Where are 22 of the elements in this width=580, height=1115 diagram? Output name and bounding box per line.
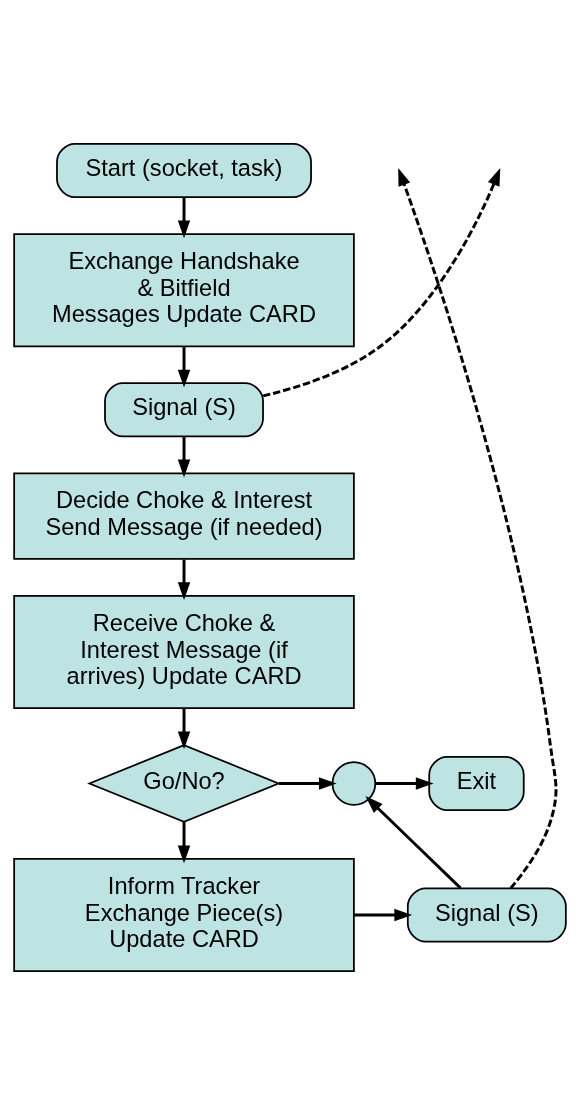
node-box: Receive Choke & Interest Message (if arrives) Update CARD — [13, 595, 355, 710]
node-box: Signal (S) — [406, 887, 567, 943]
arrow — [177, 436, 191, 478]
node-circle — [331, 761, 377, 806]
node-box: Decide Choke & Interest Send Message (if needed) — [13, 472, 355, 560]
node-box: Inform Tracker Exchange Piece(s) Update CARD — [13, 857, 355, 972]
arrow — [177, 559, 191, 601]
node-box: Signal (S) — [104, 382, 264, 438]
node-diamond: Go/No? — [87, 744, 281, 823]
arrow — [375, 777, 434, 790]
arrow — [365, 796, 462, 890]
arrow — [177, 197, 191, 239]
node-box: Start (socket, task) — [56, 143, 312, 198]
node-box: Exchange Handshake & Bitfield Messages Update CARD — [13, 233, 355, 348]
arrow — [354, 908, 413, 922]
node-box: Exit — [428, 756, 525, 811]
arrow — [177, 708, 191, 750]
arrow — [398, 168, 558, 890]
arrow — [278, 777, 337, 790]
arrow — [177, 346, 191, 388]
arrow — [262, 167, 501, 398]
arrow — [177, 822, 191, 864]
